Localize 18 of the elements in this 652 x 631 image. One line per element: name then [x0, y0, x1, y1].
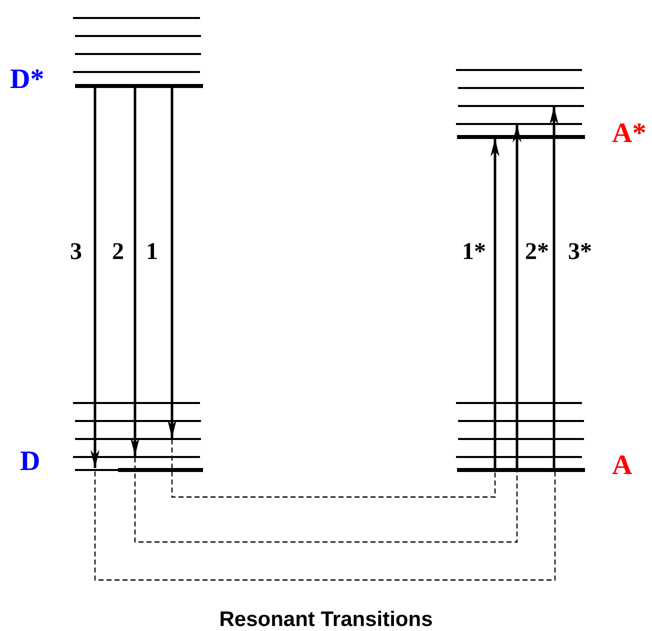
level-label: A: [612, 452, 632, 480]
level-label: A*: [612, 120, 646, 148]
dashed-connector: [134, 458, 518, 543]
energy-level: [457, 468, 585, 472]
level-label: D*: [10, 66, 44, 94]
level-label: D: [20, 448, 40, 476]
energy-level: [457, 135, 585, 138]
caption: Resonant Transitions: [218, 607, 434, 631]
energy-level: [75, 468, 203, 472]
dashed-connector: [171, 440, 496, 498]
transition-arrow: [490, 138, 500, 468]
dashed-connector: [94, 472, 556, 581]
energy-level: [75, 84, 203, 88]
transition-arrow: [550, 106, 558, 468]
transition-arrow: [130, 88, 140, 456]
transition-arrow: [90, 88, 100, 468]
transition-arrow: [512, 124, 522, 468]
transition-arrow: [168, 88, 176, 438]
